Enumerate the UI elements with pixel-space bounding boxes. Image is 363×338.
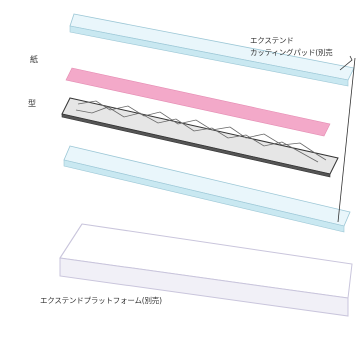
cutting-pad-bottom — [63, 145, 351, 233]
cutting-pad-leader-lines — [337, 55, 356, 223]
cutting-pad-label-line1: エクステンド — [250, 36, 294, 45]
paper-label: 紙 — [30, 55, 38, 64]
die-plate — [61, 97, 339, 178]
platform-label: エクステンドプラットフォーム(別売) — [40, 296, 162, 305]
extend-platform — [59, 223, 353, 317]
paper-sheet — [65, 67, 331, 137]
cutting-pad-label-line2: カッティングパッド(別売 — [250, 48, 333, 57]
cutting-pad-top — [69, 13, 355, 87]
die-label: 型 — [28, 99, 36, 108]
